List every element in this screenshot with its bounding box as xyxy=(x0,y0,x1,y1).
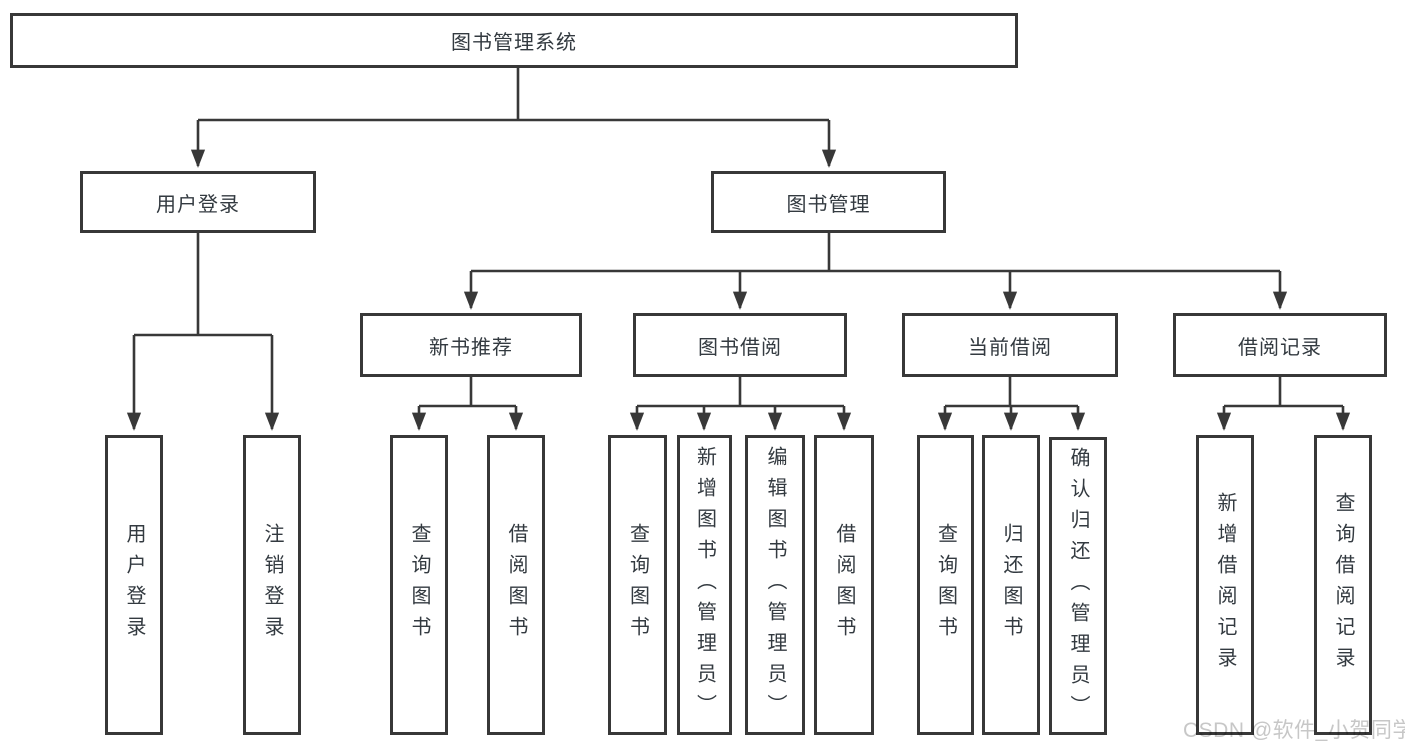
node-label: 用户登录 xyxy=(156,193,240,216)
node-label: 借阅图书 xyxy=(833,523,855,647)
node-add-books-admin: 新增图书（管理员） xyxy=(677,435,732,735)
node-query-books-recommend: 查询图书 xyxy=(390,435,448,735)
node-current-borrowing: 当前借阅 xyxy=(902,313,1118,377)
node-label: 注销登录 xyxy=(261,523,283,647)
node-label: 用户登录 xyxy=(123,523,145,647)
node-label: 查询图书 xyxy=(626,523,649,647)
node-borrow-books-recommend: 借阅图书 xyxy=(487,435,545,735)
node-query-books-borrowing: 查询图书 xyxy=(608,435,667,735)
node-label: 确认归还（管理员） xyxy=(1067,446,1089,726)
node-query-books-current: 查询图书 xyxy=(917,435,974,735)
node-label: 图书借阅 xyxy=(698,336,782,359)
node-book-management: 图书管理 xyxy=(711,171,946,233)
node-borrow-books-borrowing: 借阅图书 xyxy=(814,435,874,735)
node-label: 新增图书（管理员） xyxy=(693,445,716,725)
node-logout-action: 注销登录 xyxy=(243,435,301,735)
node-return-books: 归还图书 xyxy=(982,435,1040,735)
node-label: 图书管理 xyxy=(786,193,871,216)
node-book-borrowing: 图书借阅 xyxy=(633,313,847,377)
node-label: 图书管理系统 xyxy=(451,32,577,54)
node-label: 查询借阅记录 xyxy=(1332,492,1354,678)
node-query-borrow-record: 查询借阅记录 xyxy=(1314,435,1372,735)
node-new-book-recommendation: 新书推荐 xyxy=(360,313,582,377)
node-label: 归还图书 xyxy=(1000,523,1022,647)
node-label: 借阅图书 xyxy=(505,523,527,647)
node-label: 新增借阅记录 xyxy=(1214,492,1236,678)
node-label: 查询图书 xyxy=(934,523,957,647)
node-add-borrow-record: 新增借阅记录 xyxy=(1196,435,1254,735)
node-edit-books-admin: 编辑图书（管理员） xyxy=(745,435,805,735)
node-label: 编辑图书（管理员） xyxy=(764,445,786,725)
node-user-login-action: 用户登录 xyxy=(105,435,163,735)
node-library-management-system: 图书管理系统 xyxy=(10,13,1018,68)
node-borrowing-records: 借阅记录 xyxy=(1173,313,1387,377)
watermark: CSDN @软件_小贺同学 xyxy=(1183,719,1405,742)
node-confirm-return-admin: 确认归还（管理员） xyxy=(1049,437,1107,735)
node-user-login: 用户登录 xyxy=(80,171,316,233)
node-label: 查询图书 xyxy=(408,523,430,647)
node-label: 新书推荐 xyxy=(429,336,513,359)
node-label: 借阅记录 xyxy=(1238,336,1322,359)
node-label: 当前借阅 xyxy=(968,336,1052,359)
